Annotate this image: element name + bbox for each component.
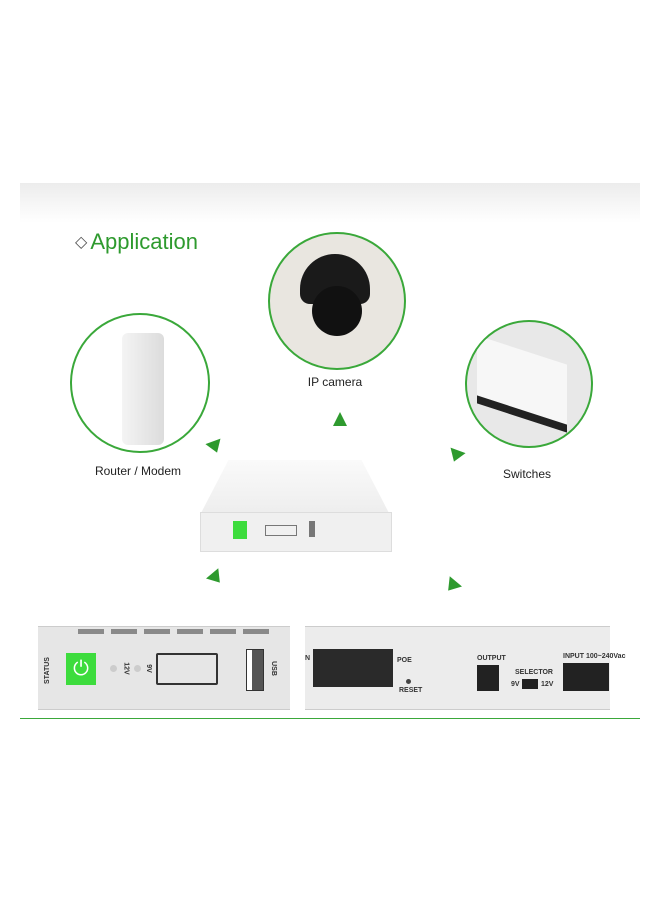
vent xyxy=(177,629,203,634)
vent xyxy=(210,629,236,634)
lan-label: N xyxy=(305,655,311,662)
battery-indicator-small xyxy=(265,525,297,536)
arrow-down-left-icon xyxy=(205,438,225,456)
divider-line xyxy=(20,718,640,719)
reset-button xyxy=(406,679,411,684)
power-button-icon: ⏻ xyxy=(66,653,96,685)
label-12v: 12V xyxy=(122,662,130,675)
poe-label: POE xyxy=(397,657,412,664)
voltage-selector-switch xyxy=(522,679,538,689)
back-panel-closeup: N POE RESET OUTPUT SELECTOR 9V 12V INPUT… xyxy=(305,626,625,710)
label-router-modem: Router / Modem xyxy=(94,464,182,478)
front-panel-closeup: STATUS ⏻ 12V 9V USB xyxy=(38,626,290,710)
usb-label: USB xyxy=(269,661,277,676)
usb-port-icon xyxy=(246,649,264,691)
led-9v xyxy=(134,665,141,672)
selector-label: SELECTOR xyxy=(515,669,553,676)
arrow-down-right-icon xyxy=(446,447,466,465)
arrow-up-icon xyxy=(333,412,347,426)
selector-9v: 9V xyxy=(511,681,520,688)
vent xyxy=(144,629,170,634)
usb-port-small xyxy=(309,521,315,537)
top-band xyxy=(20,183,640,223)
router-image xyxy=(70,313,210,453)
output-label: OUTPUT xyxy=(477,655,506,662)
label-9v: 9V xyxy=(144,664,152,673)
input-label: INPUT 100~240Vac xyxy=(563,653,626,660)
vent xyxy=(111,629,137,634)
router-device-icon xyxy=(122,333,164,445)
arrow-bottom-right-icon xyxy=(442,576,462,596)
battery-level-indicator xyxy=(156,653,218,685)
label-switches: Switches xyxy=(502,467,552,481)
switches-image xyxy=(465,320,593,448)
ac-input-socket xyxy=(563,663,609,691)
ups-device-top xyxy=(200,460,390,515)
section-title: ◇Application xyxy=(75,229,198,254)
vent xyxy=(78,629,104,634)
camera-lens-icon xyxy=(312,286,362,336)
arrow-bottom-left-icon xyxy=(206,568,226,588)
dc-output-jack xyxy=(477,665,499,691)
status-label: STATUS xyxy=(43,657,51,684)
vent xyxy=(243,629,269,634)
ups-device-front xyxy=(200,512,392,552)
switch-device-icon xyxy=(477,335,567,433)
ethernet-ports xyxy=(313,649,393,687)
label-ip-camera: IP camera xyxy=(307,375,363,389)
ip-camera-image xyxy=(268,232,406,370)
reset-label: RESET xyxy=(399,687,423,694)
selector-12v: 12V xyxy=(541,681,554,688)
led-12v xyxy=(110,665,117,672)
power-button-small xyxy=(233,521,247,539)
